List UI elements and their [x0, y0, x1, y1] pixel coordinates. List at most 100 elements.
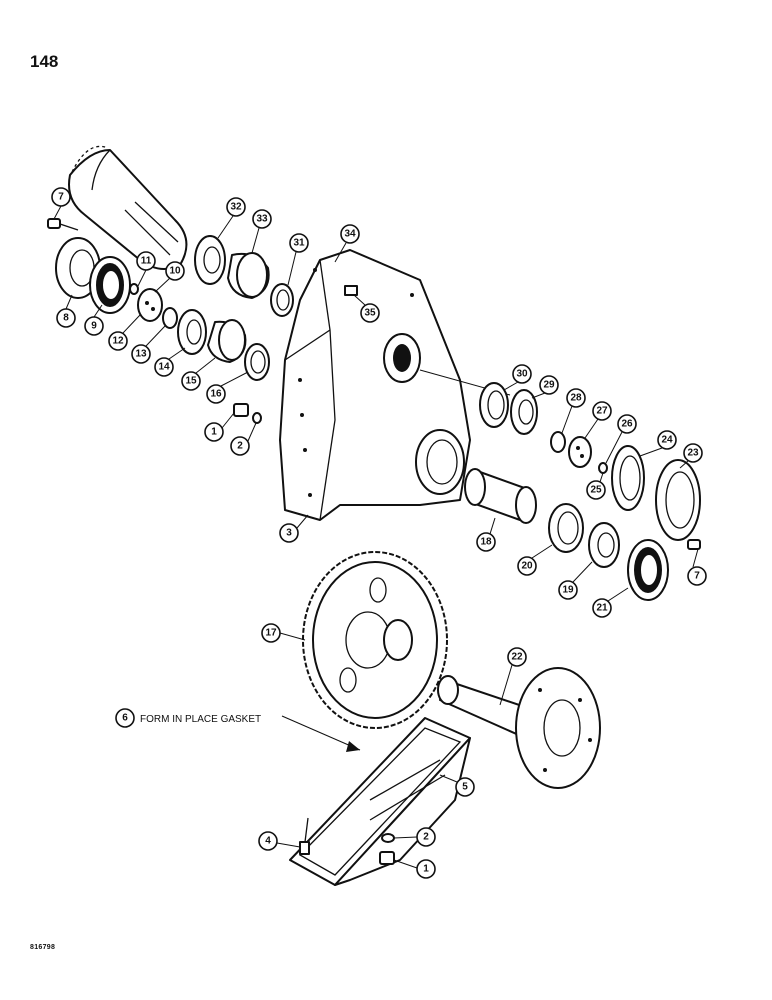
svg-text:24: 24 [661, 435, 673, 446]
svg-text:12: 12 [112, 336, 124, 347]
callout-9: 9 [84, 316, 104, 336]
svg-text:30: 30 [516, 369, 528, 380]
svg-text:10: 10 [169, 266, 181, 277]
callout-15: 15 [181, 371, 201, 391]
axle-housing [279, 249, 511, 521]
svg-text:13: 13 [135, 349, 147, 360]
svg-text:35: 35 [364, 308, 376, 319]
svg-text:5: 5 [462, 782, 468, 793]
bearing-cone-32 [194, 235, 226, 285]
svg-text:27: 27 [596, 406, 608, 417]
svg-text:28: 28 [570, 393, 582, 404]
callout-7-right: 7 [687, 566, 707, 586]
cover-23 [655, 459, 701, 550]
callout-1-upper: 1 [204, 422, 224, 442]
callout-34: 34 [340, 224, 360, 244]
bolt [47, 218, 79, 231]
svg-text:26: 26 [621, 419, 633, 430]
callout-25: 25 [586, 480, 606, 500]
callout-28: 28 [566, 388, 586, 408]
oil-seal [89, 256, 131, 314]
bearing-cone-14 [177, 309, 207, 355]
callout-4: 4 [258, 831, 278, 851]
svg-text:31: 31 [293, 238, 305, 249]
svg-text:15: 15 [185, 376, 197, 387]
sleeve-18 [464, 468, 537, 524]
pan-bolt-4 [299, 817, 310, 855]
bull-gear-17 [302, 551, 448, 729]
svg-text:6: 6 [122, 713, 128, 724]
callout-18: 18 [476, 532, 496, 552]
bearing-cup-15 [207, 319, 247, 363]
callout-26: 26 [617, 414, 637, 434]
callout-1-lower: 1 [416, 859, 436, 879]
callout-23: 23 [683, 443, 703, 463]
callout-2-upper: 2 [230, 436, 250, 456]
page-number: 148 [30, 52, 59, 71]
washer-25-26 [598, 462, 608, 474]
svg-text:1: 1 [211, 427, 217, 438]
callout-29: 29 [539, 375, 559, 395]
callout-6: 6 [115, 708, 135, 728]
bearing-cup-20 [548, 503, 584, 553]
svg-text:17: 17 [265, 628, 277, 639]
callout-7-top: 7 [51, 187, 71, 207]
callout-19: 19 [558, 580, 578, 600]
svg-text:1: 1 [423, 864, 429, 875]
callout-33: 33 [252, 209, 272, 229]
svg-text:3: 3 [286, 528, 292, 539]
svg-text:32: 32 [230, 202, 242, 213]
svg-text:4: 4 [265, 836, 271, 847]
callout-17: 17 [261, 623, 281, 643]
svg-text:7: 7 [58, 192, 64, 203]
callout-11: 11 [136, 251, 156, 271]
end-cap [55, 237, 101, 299]
bearing-cup-33 [227, 252, 270, 299]
svg-text:20: 20 [521, 561, 533, 572]
bearing-cone-29 [510, 389, 538, 435]
drain-plug-lower [379, 833, 395, 865]
svg-text:29: 29 [543, 380, 555, 391]
svg-text:25: 25 [590, 485, 602, 496]
seal-ring-31 [270, 283, 294, 317]
callout-22: 22 [507, 647, 527, 667]
callout-24: 24 [657, 430, 677, 450]
callout-20: 20 [517, 556, 537, 576]
bearing-cone-19 [588, 522, 620, 568]
leader-lines [53, 205, 699, 869]
svg-text:16: 16 [210, 389, 222, 400]
callout-12: 12 [108, 331, 128, 351]
shim-28 [550, 431, 566, 453]
callout-2-lower: 2 [416, 827, 436, 847]
callout-31: 31 [289, 233, 309, 253]
output-shaft-22 [437, 667, 601, 789]
svg-text:14: 14 [158, 362, 170, 373]
svg-text:8: 8 [63, 313, 69, 324]
svg-text:22: 22 [511, 652, 523, 663]
callout-5: 5 [455, 777, 475, 797]
svg-text:19: 19 [562, 585, 574, 596]
svg-text:21: 21 [596, 603, 608, 614]
svg-text:7: 7 [694, 571, 700, 582]
callout-16: 16 [206, 384, 226, 404]
svg-text:9: 9 [91, 321, 97, 332]
callout-27: 27 [592, 401, 612, 421]
callout-8: 8 [56, 308, 76, 328]
callout-21: 21 [592, 598, 612, 618]
callout-13: 13 [131, 344, 151, 364]
seal-ring-16 [244, 343, 270, 381]
callout-30: 30 [512, 364, 532, 384]
oil-seal-21 [627, 539, 669, 601]
gasket-24 [611, 445, 645, 511]
bearing-cup-30 [479, 382, 509, 428]
svg-text:11: 11 [141, 256, 152, 267]
drawing-code: 816798 [30, 944, 56, 951]
washer-retainer-group [129, 283, 178, 329]
callout-3: 3 [279, 523, 299, 543]
svg-text:18: 18 [480, 537, 492, 548]
svg-text:23: 23 [687, 448, 699, 459]
callout-14: 14 [154, 357, 174, 377]
svg-text:33: 33 [256, 214, 268, 225]
drain-plug-upper [233, 403, 262, 424]
